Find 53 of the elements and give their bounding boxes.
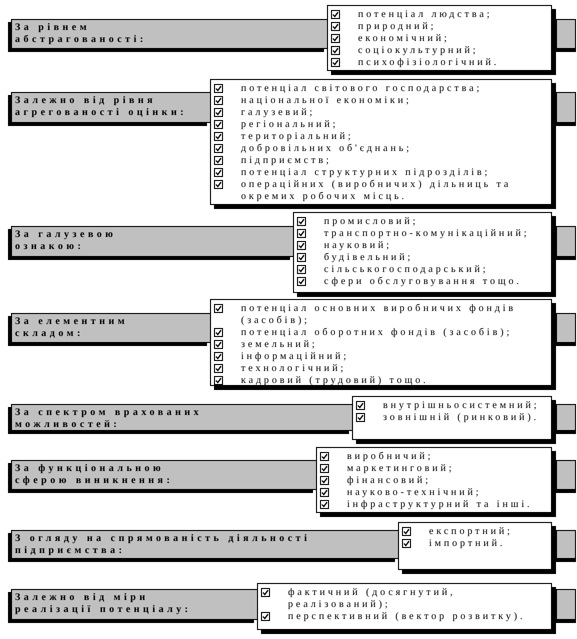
list-item: внутрішньосистемний; (383, 400, 540, 412)
list-item: промисловий; (324, 216, 418, 228)
list-item: економічний; (358, 33, 450, 45)
list-item: сфери обслуговування тощо. (324, 276, 522, 288)
list-item: науково-технічний; (347, 487, 482, 499)
list-item: маркетинговий; (347, 463, 454, 475)
list-item: операційних (виробничих) дільниць та окремих робочих місць. (241, 179, 512, 203)
list-item: потенціал структурних підрозділів; (241, 167, 490, 179)
list-item: перспективний (вектор розвитку). (288, 611, 526, 623)
list-item: земельний; (241, 339, 318, 351)
list-item: добровільних об'єднань; (241, 143, 412, 155)
list-item: транспортно-комунікаційний; (324, 228, 530, 240)
category-band (11, 19, 327, 49)
category-band (11, 530, 398, 559)
list-item: потенціал людства; (358, 9, 492, 21)
list-item: соціокультурний; (358, 45, 478, 57)
list-item: інфраструктурний та інші. (347, 499, 532, 511)
category-heading: Залежно від рівня агрегованості оцінки: (15, 95, 188, 119)
list-item: імпортний. (429, 538, 506, 550)
category-heading: З огляду на спрямованість діяльності підприємства: (15, 533, 312, 557)
category-heading: За функціональною сферою виникнення: (15, 463, 174, 487)
category-band (11, 92, 210, 123)
list-item: національної економіки; (241, 95, 412, 107)
list-item: потенціал світового господарства; (241, 83, 482, 95)
list-item: науковий; (324, 240, 392, 252)
category-band (11, 313, 210, 343)
list-item: регіональний; (241, 119, 338, 131)
list-item: фінансовий; (347, 475, 431, 487)
list-item: фактичний (досягнутий, реалізований); (288, 587, 456, 611)
list-item: виробничий; (347, 451, 434, 463)
category-heading: Залежно від міри реалізації потенціалу: (15, 592, 192, 616)
category-band (11, 460, 316, 490)
category-band (11, 226, 293, 257)
category-band (11, 589, 257, 620)
list-item: кадровий (трудовий) тощо. (241, 375, 428, 387)
list-item: психофізіологічний. (358, 57, 500, 69)
list-item: потенціал оборотних фондів (засобів); (241, 327, 512, 339)
list-item: підприємств; (241, 155, 332, 167)
category-heading: За елементним складом: (15, 316, 130, 340)
list-item: будівельний; (324, 252, 414, 264)
list-item: потенціал основних виробничих фондів (засобів); (241, 303, 518, 327)
list-item: зовнішній (ринковий). (383, 412, 539, 424)
category-heading: За спектром врахованих можливостей: (15, 407, 204, 431)
list-item: галузевий; (241, 107, 316, 119)
category-heading: За галузевою ознакою: (15, 229, 118, 253)
category-heading: За рівнем абстрагованості: (15, 22, 148, 46)
list-item: експортний; (429, 526, 513, 538)
list-item: територіальний; (241, 131, 354, 143)
list-item: технологічний; (241, 363, 346, 375)
list-item: природний; (358, 21, 436, 33)
category-band (11, 404, 352, 431)
list-item: інформаційний; (241, 351, 350, 363)
list-item: сільськогосподарський; (324, 264, 488, 276)
